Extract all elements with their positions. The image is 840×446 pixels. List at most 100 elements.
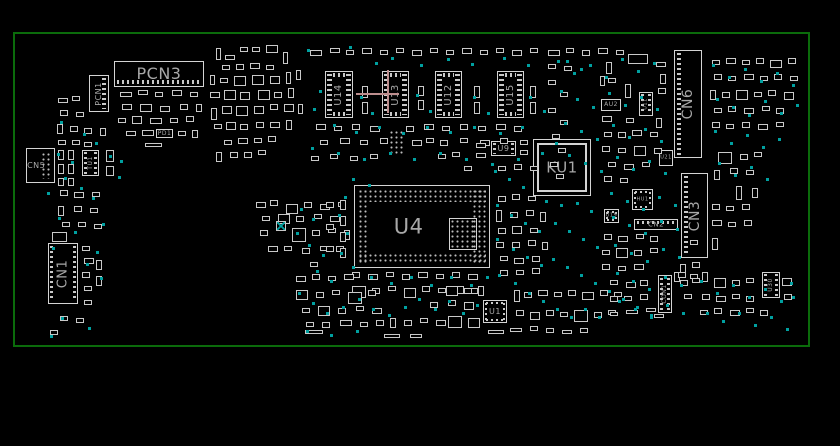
smd-part[interactable] xyxy=(760,310,768,316)
smd-part[interactable] xyxy=(732,280,740,286)
smd-part[interactable] xyxy=(376,320,384,326)
smd-part[interactable] xyxy=(211,108,217,120)
smd-part[interactable] xyxy=(654,314,664,318)
smd-part[interactable] xyxy=(240,124,248,130)
smd-part[interactable] xyxy=(625,84,631,98)
smd-part[interactable] xyxy=(50,330,58,335)
smd-part[interactable] xyxy=(238,138,248,144)
smd-part[interactable] xyxy=(286,204,298,214)
component-cn2[interactable]: CN2 xyxy=(634,219,678,230)
smd-part[interactable] xyxy=(58,98,68,103)
smd-part[interactable] xyxy=(96,260,102,270)
smd-part[interactable] xyxy=(96,276,102,286)
smd-part[interactable] xyxy=(302,308,310,313)
smd-part[interactable] xyxy=(442,126,450,131)
smd-part[interactable] xyxy=(500,138,508,144)
smd-part[interactable] xyxy=(478,286,484,296)
smd-part[interactable] xyxy=(372,308,382,314)
smd-part[interactable] xyxy=(316,124,326,130)
smd-part[interactable] xyxy=(580,328,588,333)
smd-part[interactable] xyxy=(58,164,64,174)
smd-part[interactable] xyxy=(744,220,752,226)
smd-part[interactable] xyxy=(312,274,320,280)
smd-part[interactable] xyxy=(684,294,692,299)
smd-part[interactable] xyxy=(288,88,294,98)
smd-part[interactable] xyxy=(260,230,268,236)
smd-part[interactable] xyxy=(340,138,350,144)
smd-part[interactable] xyxy=(620,178,628,183)
smd-part[interactable] xyxy=(370,126,380,132)
smd-part[interactable] xyxy=(722,92,730,98)
smd-part[interactable] xyxy=(70,126,78,132)
smd-part[interactable] xyxy=(90,208,98,213)
smd-part[interactable] xyxy=(78,222,86,227)
smd-part[interactable] xyxy=(730,168,738,174)
smd-part[interactable] xyxy=(160,106,170,112)
smd-part[interactable] xyxy=(742,122,750,128)
smd-part[interactable] xyxy=(514,164,522,170)
smd-part[interactable] xyxy=(283,52,288,64)
smd-part[interactable] xyxy=(746,308,754,313)
smd-part[interactable] xyxy=(356,306,364,311)
smd-part[interactable] xyxy=(72,140,80,145)
smd-part[interactable] xyxy=(512,226,522,234)
smd-part[interactable] xyxy=(172,90,182,96)
smd-part[interactable] xyxy=(600,76,605,86)
component-cn1[interactable]: CN1 xyxy=(48,243,78,304)
smd-part[interactable] xyxy=(150,118,162,124)
smd-part[interactable] xyxy=(240,47,248,52)
smd-part[interactable] xyxy=(94,224,102,229)
smd-part[interactable] xyxy=(252,47,260,52)
component-pcn1[interactable]: PCN1 xyxy=(89,75,109,112)
smd-part[interactable] xyxy=(476,143,486,148)
smd-part[interactable] xyxy=(220,78,228,83)
smd-part[interactable] xyxy=(640,280,648,286)
smd-part[interactable] xyxy=(514,290,520,302)
smd-part[interactable] xyxy=(210,75,215,85)
smd-part[interactable] xyxy=(186,116,194,122)
smd-part[interactable] xyxy=(126,131,136,136)
smd-part[interactable] xyxy=(616,248,628,258)
smd-part[interactable] xyxy=(222,106,232,114)
smd-part[interactable] xyxy=(60,190,68,196)
smd-part[interactable] xyxy=(512,50,522,56)
smd-part[interactable] xyxy=(155,92,163,97)
smd-part[interactable] xyxy=(564,66,572,71)
smd-part[interactable] xyxy=(568,290,576,296)
smd-part[interactable] xyxy=(266,45,278,53)
smd-part[interactable] xyxy=(270,122,280,128)
smd-part[interactable] xyxy=(464,166,472,171)
smd-part[interactable] xyxy=(498,166,506,171)
smd-part[interactable] xyxy=(296,276,306,282)
smd-part[interactable] xyxy=(68,178,74,186)
smd-part[interactable] xyxy=(340,320,352,326)
smd-part[interactable] xyxy=(768,90,776,96)
component-cn6[interactable]: CN6 xyxy=(674,50,702,158)
smd-part[interactable] xyxy=(326,224,334,230)
smd-part[interactable] xyxy=(660,74,666,84)
smd-part[interactable] xyxy=(736,90,748,100)
smd-part[interactable] xyxy=(520,140,528,145)
smd-part[interactable] xyxy=(552,134,560,139)
smd-part[interactable] xyxy=(654,148,662,154)
smd-part[interactable] xyxy=(636,234,644,239)
smd-part[interactable] xyxy=(254,106,264,114)
smd-part[interactable] xyxy=(340,200,346,210)
smd-part[interactable] xyxy=(192,130,198,138)
smd-part[interactable] xyxy=(520,150,528,155)
smd-part[interactable] xyxy=(550,162,558,167)
smd-part[interactable] xyxy=(344,274,354,280)
smd-part[interactable] xyxy=(214,124,222,129)
smd-part[interactable] xyxy=(252,75,264,85)
smd-part[interactable] xyxy=(624,164,634,170)
smd-part[interactable] xyxy=(740,154,748,160)
smd-part[interactable] xyxy=(58,206,64,216)
smd-part[interactable] xyxy=(618,132,626,138)
smd-part[interactable] xyxy=(514,258,524,264)
smd-part[interactable] xyxy=(512,242,520,248)
smd-part[interactable] xyxy=(322,322,330,328)
smd-part[interactable] xyxy=(296,70,301,80)
smd-part[interactable] xyxy=(418,100,424,110)
smd-part[interactable] xyxy=(388,286,396,291)
smd-part[interactable] xyxy=(311,156,319,161)
